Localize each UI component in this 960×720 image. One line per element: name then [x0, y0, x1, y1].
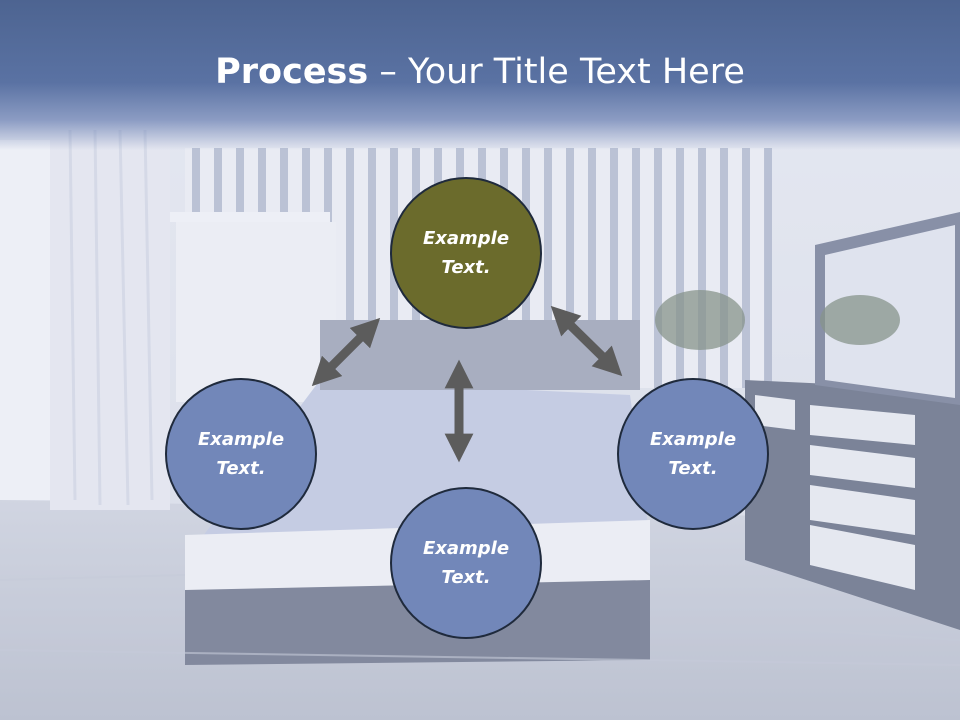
wall-stripe: [610, 148, 618, 388]
wall-stripe: [544, 148, 552, 388]
process-node-right: Example Text.: [617, 378, 769, 530]
process-node-left: Example Text.: [165, 378, 317, 530]
node-bottom-line2: Text.: [441, 567, 491, 588]
wall-stripe: [764, 148, 772, 388]
wall-stripe: [346, 148, 354, 388]
arrow-top-left: [311, 317, 381, 387]
arrow-top-right: [550, 305, 623, 377]
wall-stripe: [698, 148, 706, 388]
wall-stripe: [742, 148, 750, 388]
wall-stripe: [588, 148, 596, 388]
wall-stripe: [632, 148, 640, 388]
node-bottom-line1: Example: [422, 538, 510, 559]
node-left-line2: Text.: [216, 458, 266, 479]
wall-stripe: [720, 148, 728, 388]
slide-title: Process – Your Title Text Here: [0, 52, 960, 92]
wall-stripe: [368, 148, 376, 388]
process-node-top: Example Text.: [390, 177, 542, 329]
node-top-line1: Example: [422, 228, 510, 249]
node-right-line1: Example: [649, 429, 737, 450]
node-right-line2: Text.: [668, 458, 718, 479]
title-bold-part: Process: [215, 52, 369, 92]
wall-stripe: [566, 148, 574, 388]
wall-stripe: [676, 148, 684, 388]
title-band: [0, 0, 960, 150]
node-left-line1: Example: [197, 429, 285, 450]
node-top-line2: Text.: [441, 257, 491, 278]
wall-stripe: [654, 148, 662, 388]
title-rest-part: – Your Title Text Here: [368, 52, 745, 92]
process-node-bottom: Example Text.: [390, 487, 542, 639]
